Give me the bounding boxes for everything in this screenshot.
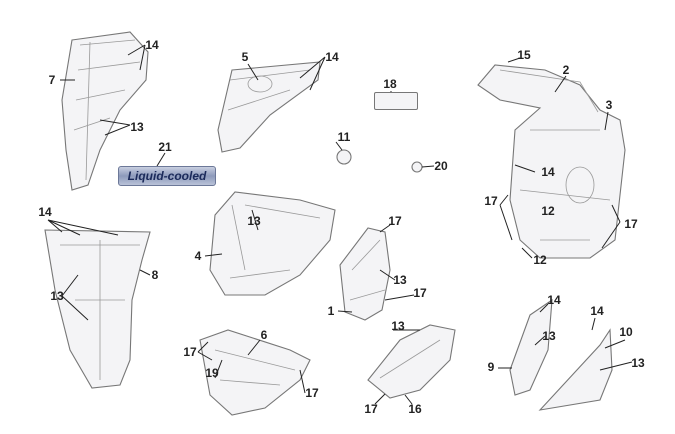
callout-1: 1 xyxy=(327,304,335,318)
part-2-3-leg-shield xyxy=(477,64,626,259)
callout-14: 14 xyxy=(541,165,555,179)
callout-4: 4 xyxy=(194,249,202,263)
part-6-floor-panel xyxy=(199,329,311,416)
part-16-lower-panel xyxy=(367,324,456,399)
callout-18: 18 xyxy=(383,77,397,91)
callout-13: 13 xyxy=(631,356,645,370)
callout-12: 12 xyxy=(533,253,547,267)
part-11-emblem xyxy=(336,149,352,165)
callout-2: 2 xyxy=(562,63,570,77)
part-10-side-strip xyxy=(538,328,613,411)
callout-14: 14 xyxy=(38,205,52,219)
callout-21: 21 xyxy=(158,140,172,154)
callout-14: 14 xyxy=(590,304,604,318)
callout-3: 3 xyxy=(605,98,613,112)
part-20-grommet xyxy=(411,161,423,173)
part-8-front-lower-cover xyxy=(44,229,151,389)
leader-lines xyxy=(47,44,633,405)
callout-13: 13 xyxy=(393,273,407,287)
callout-13: 13 xyxy=(50,289,64,303)
callout-20: 20 xyxy=(434,159,448,173)
callout-14: 14 xyxy=(145,38,159,52)
callout-12: 12 xyxy=(541,204,555,218)
part-4-front-fender xyxy=(209,191,336,296)
part-5-front-panel xyxy=(217,61,321,153)
callout-17: 17 xyxy=(388,214,402,228)
callout-6: 6 xyxy=(260,328,268,342)
callout-14: 14 xyxy=(547,293,561,307)
part-1-side-panel xyxy=(339,227,391,321)
callout-11: 11 xyxy=(337,130,351,144)
callout-17: 17 xyxy=(183,345,197,359)
liquid-cooled-badge: Liquid-cooled xyxy=(118,166,216,186)
callout-15: 15 xyxy=(517,48,531,62)
callout-13: 13 xyxy=(391,319,405,333)
part-7-front-inner-cover xyxy=(61,31,149,191)
part-9-side-strip xyxy=(509,298,553,396)
callout-17: 17 xyxy=(484,194,498,208)
callout-14: 14 xyxy=(325,50,339,64)
callout-5: 5 xyxy=(241,50,249,64)
callout-8: 8 xyxy=(151,268,159,282)
callout-16: 16 xyxy=(408,402,422,416)
callout-13: 13 xyxy=(130,120,144,134)
callout-10: 10 xyxy=(619,325,633,339)
callout-9: 9 xyxy=(487,360,495,374)
callout-17: 17 xyxy=(364,402,378,416)
callout-17: 17 xyxy=(305,386,319,400)
callout-17: 17 xyxy=(413,286,427,300)
part-18-label-tag xyxy=(374,92,418,110)
callout-13: 13 xyxy=(247,214,261,228)
callout-19: 19 xyxy=(205,366,219,380)
callout-7: 7 xyxy=(48,73,56,87)
callout-13: 13 xyxy=(542,329,556,343)
callout-17: 17 xyxy=(624,217,638,231)
